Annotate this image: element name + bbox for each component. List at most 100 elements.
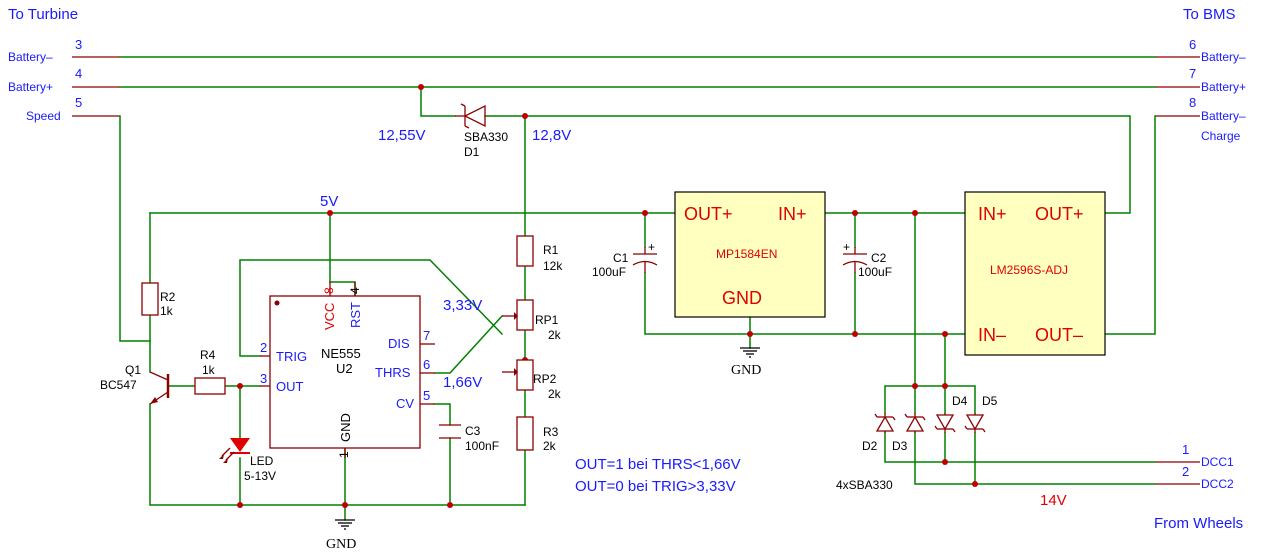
rst-pin-name: RST: [348, 302, 363, 328]
d3-label: D3: [892, 439, 908, 453]
mp1584-out-label: OUT+: [684, 204, 733, 224]
c2-value: 100uF: [858, 265, 892, 279]
header-to-bms: To BMS: [1183, 6, 1236, 23]
r2-value: 1k: [160, 304, 174, 318]
dis-pin-name: DIS: [388, 336, 410, 351]
cv-pin-name: CV: [396, 396, 414, 411]
resistor-r1: R1 12k: [516, 235, 563, 273]
resistor-r3: R3 2k: [516, 416, 559, 453]
c3-value: 100nF: [465, 439, 499, 453]
rp1-value: 2k: [548, 328, 562, 342]
q1-part: BC547: [100, 378, 137, 392]
capacitor-c3: C3 100nF: [439, 424, 499, 453]
ground-symbol-555: GND: [326, 519, 356, 552]
svg-text:+: +: [843, 240, 850, 254]
d2-label: D2: [862, 439, 878, 453]
junctions: [237, 84, 978, 508]
right-charge-label: Charge: [1201, 129, 1241, 143]
right-battery-plus-label: Battery+: [1201, 80, 1246, 94]
mp1584-module: OUT+ IN+ MP1584EN GND: [674, 191, 826, 318]
right-connector: 6 7 8 Battery– Battery+ Battery– Charge: [1155, 37, 1246, 143]
gnd-label-converter: GND: [731, 363, 761, 378]
capacitor-c1: + C1 100uF: [592, 240, 658, 279]
mp1584-gnd-label: GND: [722, 288, 762, 308]
v-batt-label: 12,55V: [378, 127, 426, 144]
ne555-u2: 8 4 2 3 7 6 5 1 VCC RST TRIG OUT DIS THR…: [260, 282, 435, 458]
wheel-pin-1: 1: [1182, 442, 1189, 457]
r1-value: 12k: [543, 259, 563, 273]
led-value: 5-13V: [244, 469, 276, 483]
mp1584-in-label: IN+: [778, 204, 807, 224]
wheel-pin-2: 2: [1182, 464, 1189, 479]
resistor-r2: R2 1k: [141, 282, 176, 318]
rp2-value: 2k: [548, 387, 562, 401]
lm2596-name: LM2596S-ADJ: [990, 263, 1068, 277]
right-pin-7: 7: [1189, 66, 1196, 81]
gnd-label-555: GND: [326, 537, 356, 552]
out-pin-name: OUT: [276, 379, 304, 394]
pin-dis-num: 7: [423, 328, 430, 343]
r2-ref: R2: [160, 290, 176, 304]
gnd-pin-name: GND: [338, 413, 353, 442]
svg-text:+: +: [648, 240, 655, 254]
v-lo-label: 1,66V: [443, 374, 482, 391]
c1-value: 100uF: [592, 265, 626, 279]
r3-ref: R3: [543, 425, 559, 439]
v-14-label: 14V: [1040, 492, 1067, 509]
right-battery-charge-label: Battery–: [1201, 109, 1246, 123]
d1-ref: D1: [464, 145, 480, 159]
u2-part: NE555: [321, 346, 361, 361]
lm2596-module: IN+ OUT+ LM2596S-ADJ IN– OUT–: [964, 191, 1106, 356]
d1-part: SBA330: [464, 130, 508, 144]
c2-ref: C2: [871, 251, 887, 265]
trig-pin-name: TRIG: [276, 349, 307, 364]
left-speed-label: Speed: [26, 109, 61, 123]
header-to-turbine: To Turbine: [8, 6, 78, 23]
resistor-r4: R4 1k: [194, 348, 226, 395]
r4-ref: R4: [200, 348, 216, 362]
r4-value: 1k: [202, 363, 216, 377]
dcc2-label: DCC2: [1201, 477, 1234, 491]
c3-ref: C3: [465, 424, 481, 438]
pin-rst-num: 4: [348, 287, 362, 294]
mp1584-name: MP1584EN: [716, 247, 777, 261]
d5-label: D5: [982, 394, 998, 408]
u2-ref: U2: [336, 361, 353, 376]
lm2596-out-minus-label: OUT–: [1035, 325, 1083, 345]
note-out-0: OUT=0 bei TRIG>3,33V: [575, 478, 736, 495]
wires: [119, 56, 1156, 521]
lm2596-in-plus-label: IN+: [978, 204, 1007, 224]
pin-out-num: 3: [260, 371, 267, 386]
c1-ref: C1: [613, 251, 629, 265]
wheel-connector: 1 2 DCC1 DCC2: [1155, 442, 1234, 491]
note-out-1: OUT=1 bei THRS<1,66V: [575, 456, 741, 473]
left-pin-3: 3: [75, 37, 82, 52]
left-connector: 3 4 5 Battery– Battery+ Speed: [8, 37, 120, 123]
potentiometer-rp1: RP1 2k: [502, 299, 562, 342]
r1-ref: R1: [543, 243, 559, 257]
v-charge-label: 12,8V: [532, 127, 571, 144]
left-battery-minus-label: Battery–: [8, 50, 53, 64]
thrs-pin-name: THRS: [375, 365, 411, 380]
led: LED 5-13V: [219, 438, 276, 483]
dcc1-label: DCC1: [1201, 455, 1234, 469]
pin-thrs-num: 6: [423, 357, 430, 372]
r3-value: 2k: [543, 439, 557, 453]
left-pin-4: 4: [75, 66, 82, 81]
ground-symbol-converter: GND: [731, 347, 761, 378]
rp1-ref: RP1: [535, 313, 559, 327]
bridge-rectifier: D2 D3 D4 D5 4xSBA330: [836, 394, 998, 492]
led-ref: LED: [250, 454, 274, 468]
pin-gnd-num: 1: [337, 451, 351, 458]
v-hi-label: 3,33V: [443, 297, 482, 314]
vcc-pin-name: VCC: [322, 303, 337, 330]
diode-d1: SBA330 D1: [455, 103, 508, 159]
left-pin-5: 5: [75, 95, 82, 110]
v-5-label: 5V: [320, 193, 338, 210]
header-from-wheels: From Wheels: [1154, 515, 1243, 532]
transistor-q1: Q1 BC547: [100, 363, 170, 405]
rp2-ref: RP2: [533, 372, 557, 386]
lm2596-out-plus-label: OUT+: [1035, 204, 1084, 224]
